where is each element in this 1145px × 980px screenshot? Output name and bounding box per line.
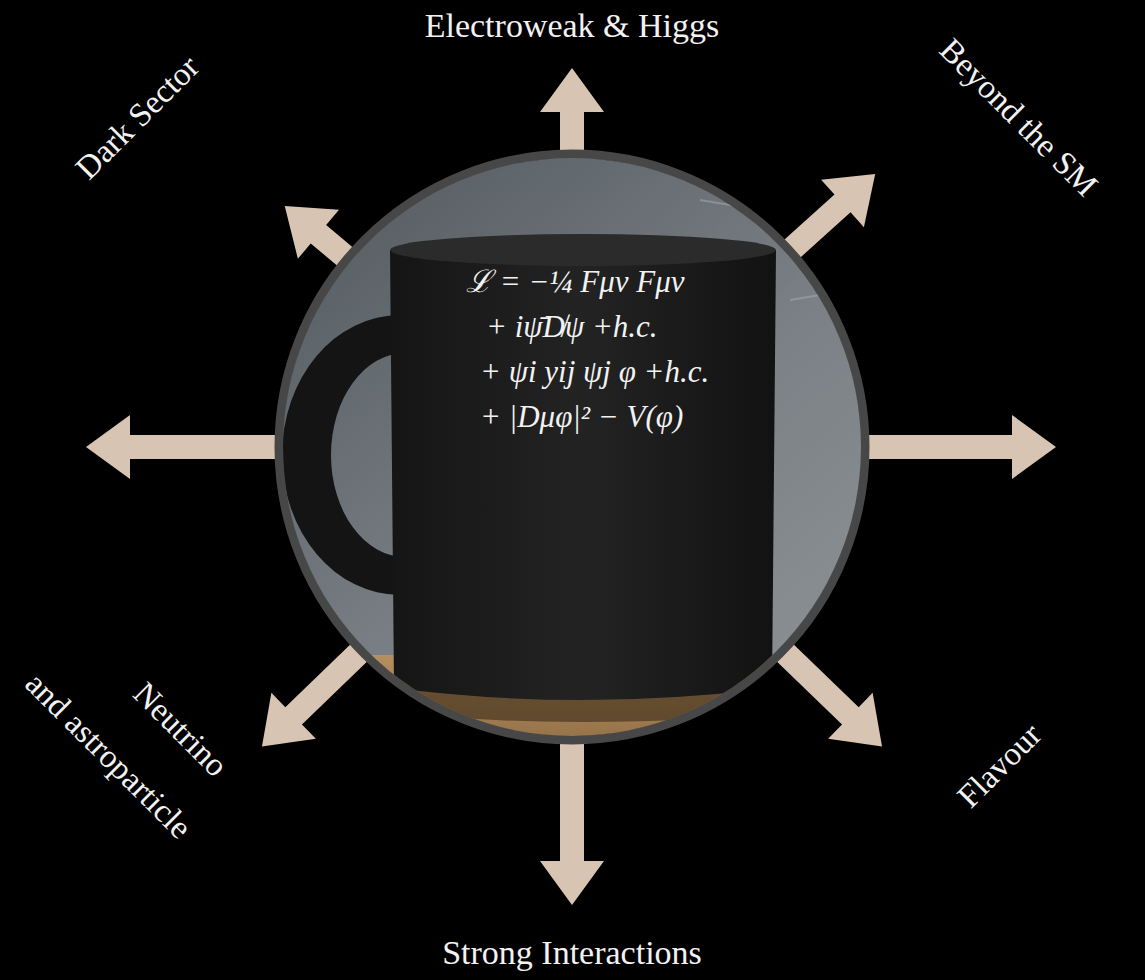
arrow — [842, 415, 1056, 479]
category-label: Electroweak & Higgs — [425, 6, 720, 45]
arrow — [86, 415, 302, 479]
mug-photo — [270, 140, 880, 765]
mug-body — [390, 250, 776, 700]
category-label: Beyond the SM — [931, 31, 1104, 204]
category-label: Strong Interactions — [442, 933, 702, 972]
mug-rim — [390, 234, 776, 266]
category-label: and astroparticle — [17, 665, 199, 847]
category-label: Dark Sector — [69, 49, 208, 188]
arrow — [540, 717, 604, 905]
arrows — [86, 68, 1056, 905]
equation-line: + |Dμφ|² − V(φ) — [480, 399, 683, 435]
equation-line: + ψi yij ψj φ +h.c. — [480, 354, 709, 390]
category-label: Flavour — [950, 716, 1049, 815]
equation-line: + iψ̄D̸ψ +h.c. — [486, 309, 658, 345]
equation-line: ℒ = −¼ Fμν Fμν — [466, 264, 685, 300]
